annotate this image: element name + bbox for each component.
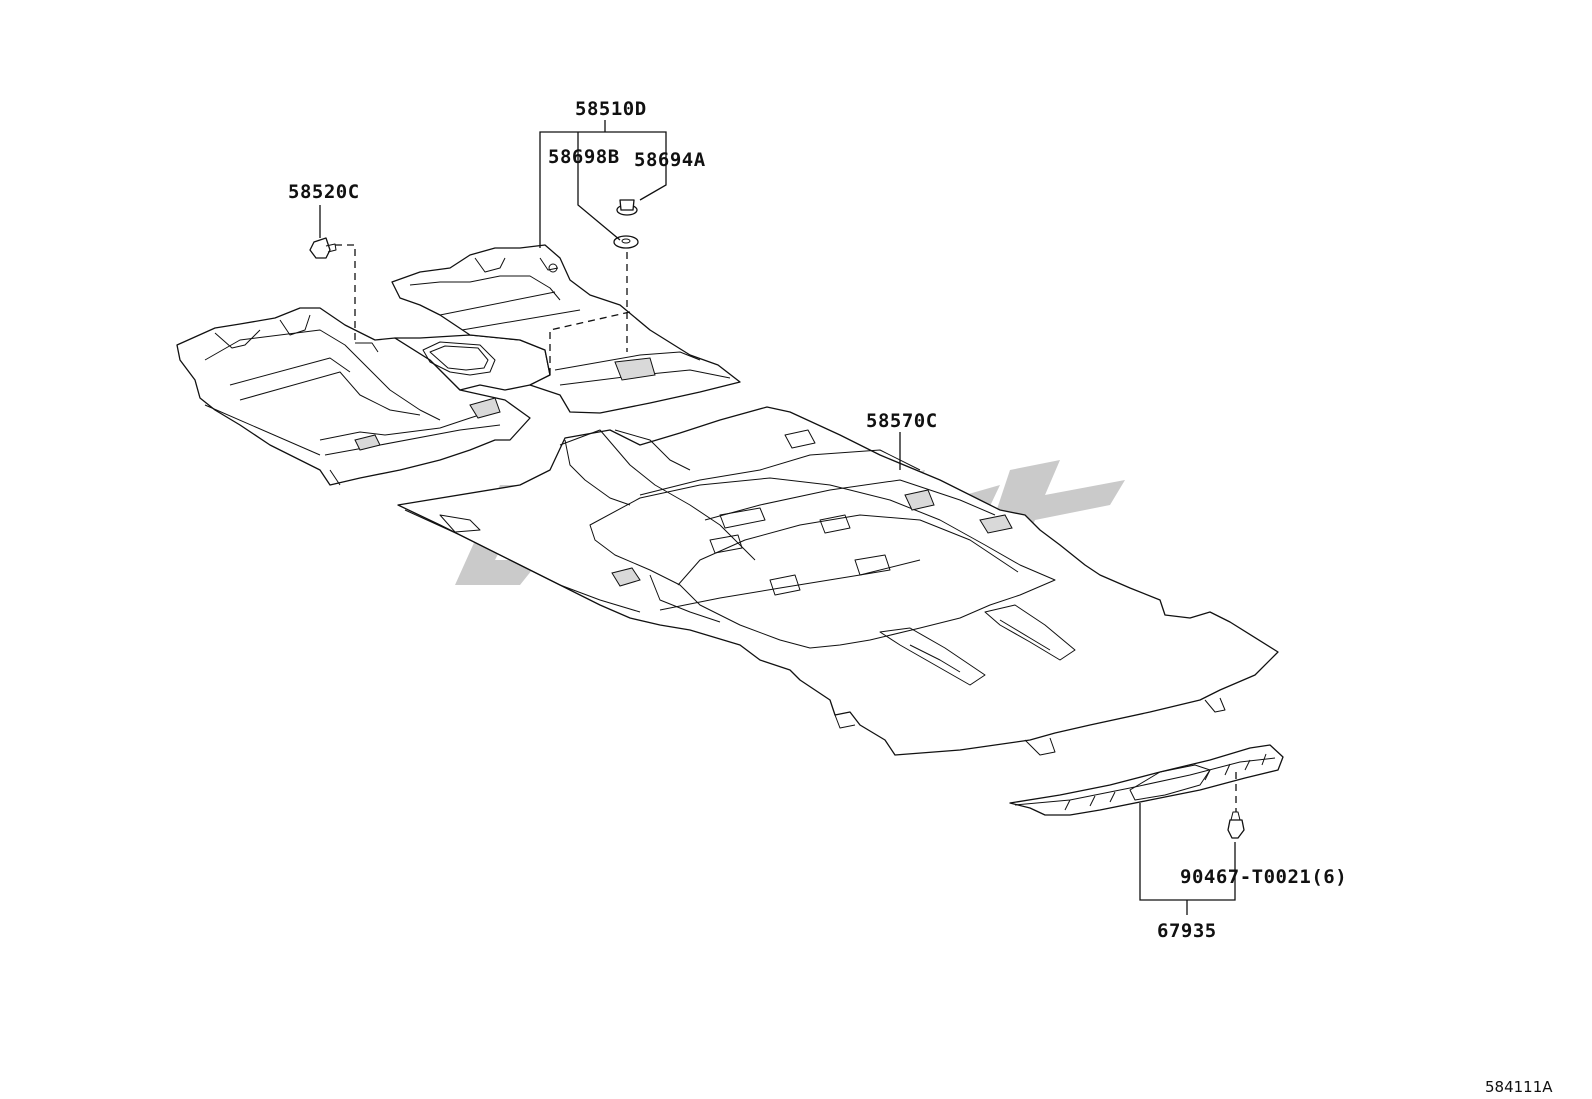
front-right-carpet <box>391 244 741 414</box>
label-fastener: 58694A <box>634 149 706 171</box>
label-scuff-clip: 90467-T0021(6) <box>1180 866 1347 888</box>
leader-lines <box>319 120 1236 915</box>
label-carpet-assy: 58510D <box>575 98 647 120</box>
label-rear-floor-carpet: 58570C <box>866 410 938 432</box>
assembly-dashed-lines <box>335 244 1237 812</box>
grommet-58698b-icon <box>613 235 639 249</box>
label-clip: 58520C <box>288 181 360 203</box>
rear-floor-carpet <box>397 406 1279 756</box>
fastener-58694a-icon <box>616 199 638 216</box>
label-scuff-plate: 67935 <box>1157 920 1217 942</box>
clip-58520c-icon <box>309 237 337 259</box>
back-door-scuff-plate <box>1009 744 1284 816</box>
part-labels: 58510D 58520C 58698B 58694A 58570C 90467… <box>288 98 1347 942</box>
diagram-reference-code: 584111A <box>1485 1078 1553 1096</box>
label-grommet: 58698B <box>548 146 620 168</box>
front-left-carpet <box>176 307 531 486</box>
clip-90467-icon <box>1227 811 1245 839</box>
